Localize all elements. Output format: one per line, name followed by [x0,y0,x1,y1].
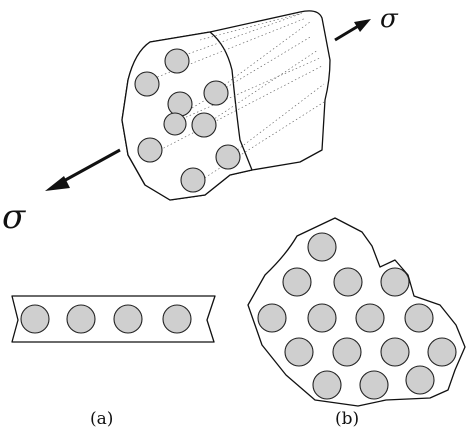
bundle-fiber [164,48,190,74]
panel-a-fiber-layer [11,295,216,343]
bundle-fiber [191,112,217,138]
cluster-fiber [307,232,337,262]
bundle-fiber [163,112,187,136]
cluster-fiber [257,303,287,333]
cluster-fiber [359,370,389,400]
caption-a: (a) [90,409,113,429]
bundle-fiber [167,91,193,117]
caption-b: (b) [335,409,359,429]
bundle-fiber [180,167,206,193]
arrow-top-right [334,19,371,42]
cluster-fiber [405,365,435,395]
layer-fiber [113,304,143,334]
cluster-fiber [427,337,457,367]
bundle-fiber [134,71,160,97]
cluster-fiber [355,303,385,333]
cluster-fiber [380,267,410,297]
sigma-left-label: σ [2,197,26,237]
fiber-bundle [121,10,331,201]
cluster-fiber [282,267,312,297]
panel-b-fiber-cluster [247,217,466,407]
layer-fiber [20,304,50,334]
bundle-fiber [137,137,163,163]
cluster-fiber [332,337,362,367]
bundle-fiber [215,144,241,170]
cluster-fiber [380,337,410,367]
layer-fiber [66,304,96,334]
cluster-fiber [404,303,434,333]
bundle-fiber [203,80,229,106]
cluster-fiber [333,267,363,297]
arrow-bottom-left [45,148,121,191]
layer-fiber [162,304,192,334]
bundle-fibers [134,48,241,193]
cluster-fiber [312,370,342,400]
bundle-fiber-lines [149,12,325,183]
cluster-fiber [284,337,314,367]
cluster-fiber [307,303,337,333]
sigma-top-label: σ [380,4,399,34]
